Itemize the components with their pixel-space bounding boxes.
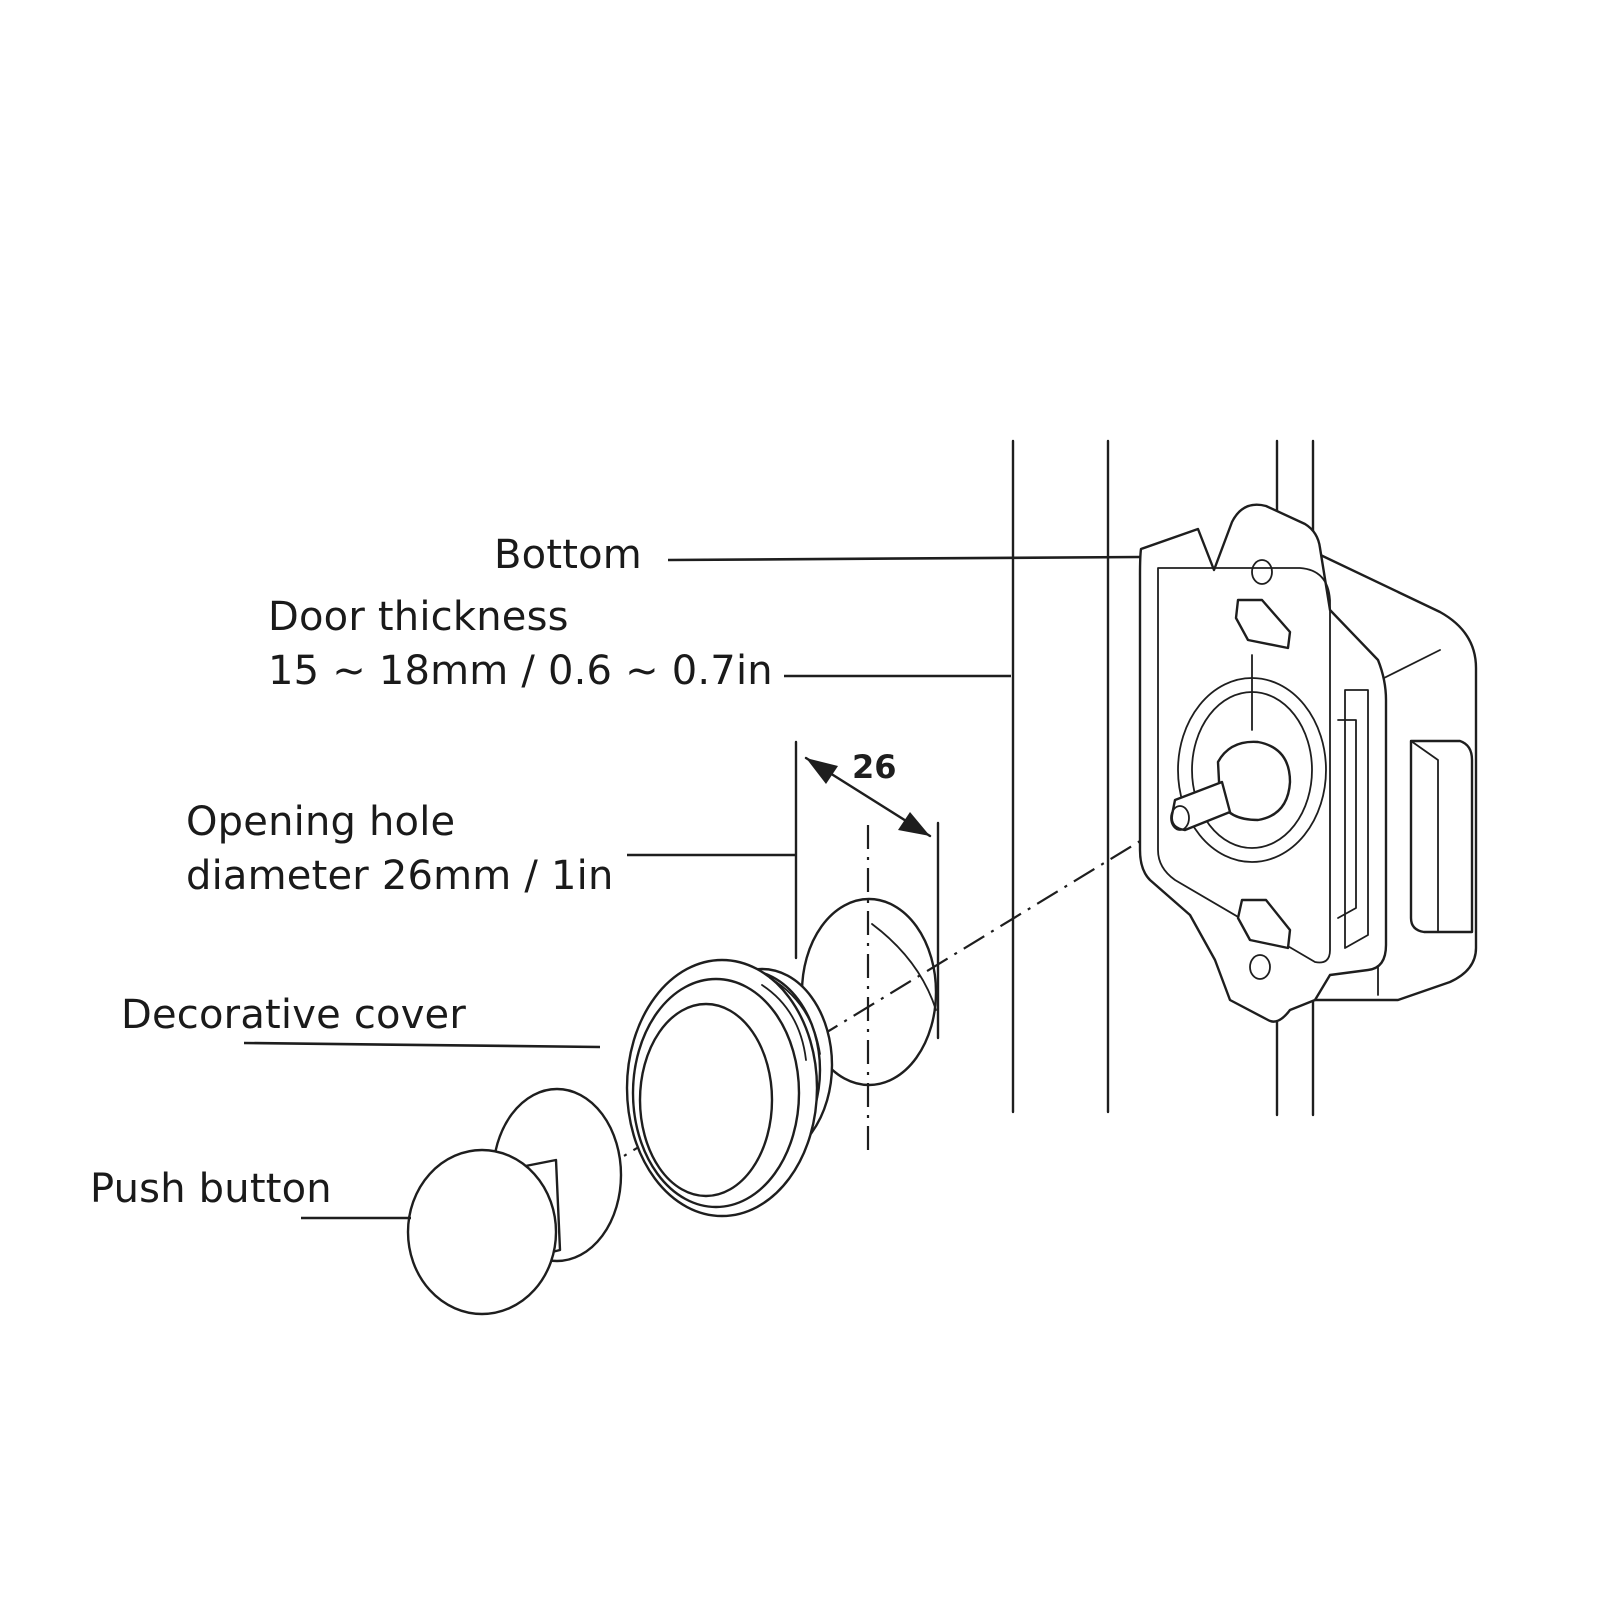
label-bottom: Bottom <box>494 532 642 578</box>
leader-bottom <box>667 555 1141 562</box>
hole-dimension: 26 <box>794 740 940 1150</box>
label-door-thickness-value: 15 ~ 18mm / 0.6 ~ 0.7in <box>268 648 773 694</box>
label-opening-hole-value: diameter 26mm / 1in <box>186 853 614 899</box>
latch-body <box>1138 503 1478 1023</box>
decorative-cover <box>625 958 834 1218</box>
label-push-button: Push button <box>90 1166 332 1212</box>
label-door-thickness-title: Door thickness <box>268 594 569 640</box>
center-axis <box>559 834 1151 1196</box>
push-button <box>406 1087 623 1316</box>
leader-decorative-cover <box>243 1041 601 1049</box>
dimension-value: 26 <box>852 748 897 786</box>
label-decorative-cover: Decorative cover <box>121 992 467 1038</box>
leader-lines <box>243 555 1141 1220</box>
label-opening-hole-title: Opening hole <box>186 799 456 845</box>
